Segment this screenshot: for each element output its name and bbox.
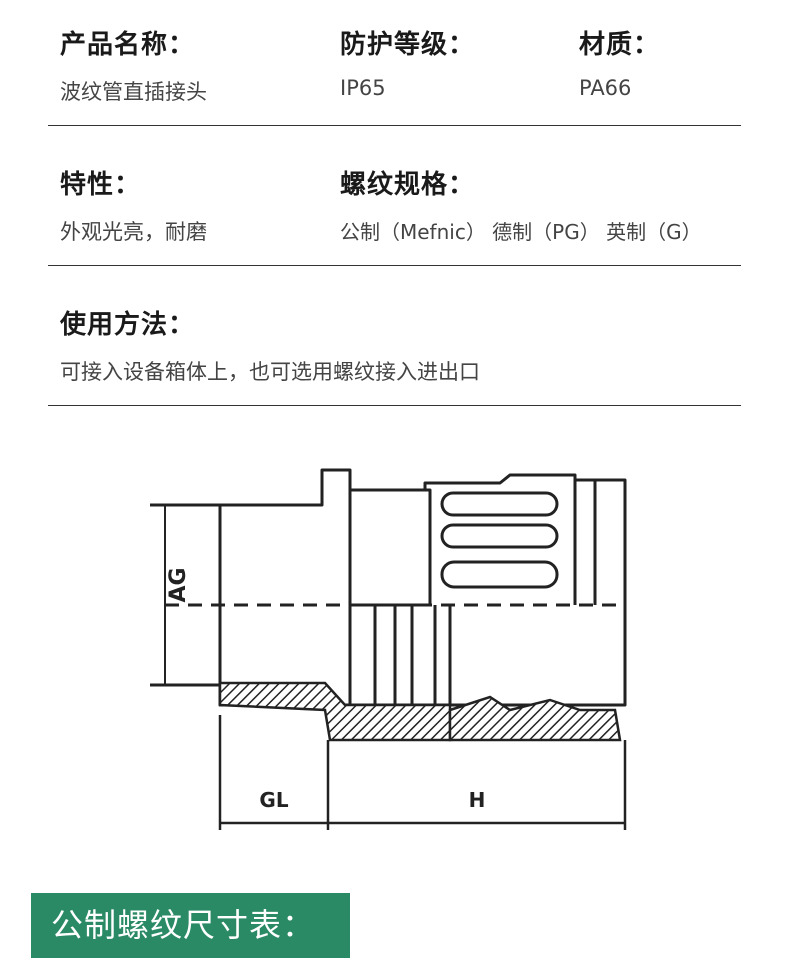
spec-label: 螺纹规格： (340, 170, 476, 200)
metric-thread-table-title: 公制螺纹尺寸表： (31, 893, 350, 958)
dim-h-label: H (469, 788, 486, 812)
spec-value: 公制（Mefnic） 德制（PG） 英制（G） (340, 220, 702, 244)
spec-label: 使用方法： (60, 310, 196, 340)
spec-value: IP65 (340, 76, 386, 100)
body-outline (218, 468, 627, 707)
spec-row-2: 特性： 外观光亮，耐磨 螺纹规格： 公制（Mefnic） 德制（PG） 英制（G… (48, 140, 741, 266)
spec-label: 特性： (60, 170, 142, 200)
hatched-wall-left (218, 681, 452, 742)
spec-value: PA66 (579, 76, 632, 100)
dim-ag-label: AG (166, 567, 191, 602)
spec-label: 材质： (579, 30, 661, 60)
dim-gl-label: GL (259, 788, 288, 812)
spec-row-1: 产品名称： 波纹管直插接头 防护等级： IP65 材质： PA66 (48, 0, 741, 126)
connector-technical-drawing: AG GL H (150, 468, 627, 830)
spec-row-3: 使用方法： 可接入设备箱体上，也可选用螺纹接入进出口 (48, 280, 741, 406)
spec-value: 波纹管直插接头 (60, 80, 207, 104)
spec-value: 外观光亮，耐磨 (60, 220, 207, 244)
spec-label: 产品名称： (60, 30, 196, 60)
hatched-wall-right (448, 695, 622, 742)
spec-label: 防护等级： (340, 30, 476, 60)
spec-value: 可接入设备箱体上，也可选用螺纹接入进出口 (60, 360, 480, 384)
